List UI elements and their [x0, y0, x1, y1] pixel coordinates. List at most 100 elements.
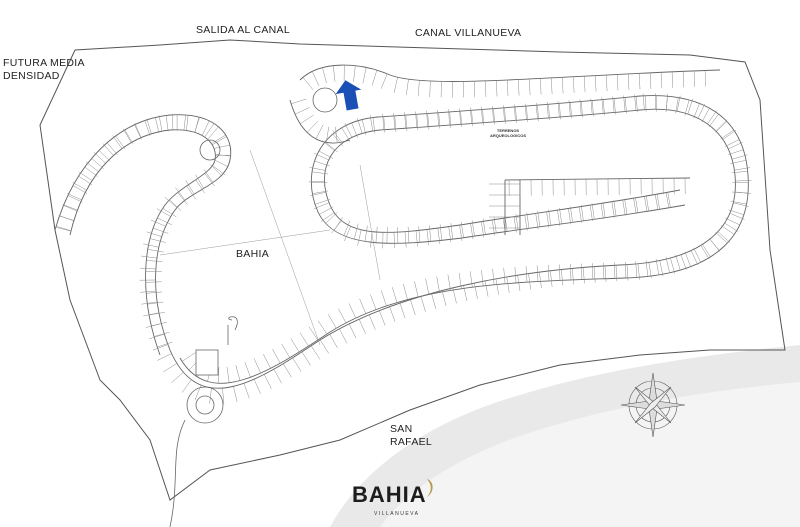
- lot-divider: [146, 291, 163, 294]
- lot-divider: [341, 127, 351, 142]
- lot-divider: [213, 159, 228, 167]
- lot-divider: [493, 108, 496, 125]
- lot-divider: [635, 196, 639, 213]
- lot-divider: [380, 73, 388, 89]
- lot-divider: [146, 118, 152, 134]
- lot-divider: [407, 226, 410, 243]
- lot-divider: [536, 265, 539, 282]
- lot-divider: [547, 264, 550, 281]
- lot-divider: [149, 311, 165, 316]
- lot-divider: [154, 331, 170, 337]
- lot-divider: [581, 101, 583, 118]
- lot-divider: [515, 106, 517, 123]
- lot-divider: [684, 251, 691, 267]
- lot-divider: [348, 303, 357, 319]
- lot-divider: [186, 115, 189, 132]
- lot-divider: [717, 231, 730, 243]
- lot-divider: [67, 195, 83, 203]
- lot-divider: [492, 106, 494, 123]
- lot-divider: [635, 96, 638, 113]
- lot-divider: [253, 379, 261, 394]
- lot-grid: [55, 65, 752, 405]
- lot-divider: [559, 103, 561, 120]
- lot-divider: [441, 290, 447, 307]
- lot-divider: [690, 250, 699, 266]
- moon-icon: [427, 479, 433, 497]
- lot-divider: [518, 79, 520, 96]
- lot-divider: [537, 210, 541, 227]
- lot-divider: [529, 79, 531, 96]
- lot-divider: [320, 212, 335, 222]
- lot-divider: [314, 160, 330, 167]
- lot-divider: [369, 115, 374, 132]
- lot-divider: [627, 73, 630, 90]
- lot-divider: [495, 278, 499, 295]
- lot-divider: [194, 117, 200, 133]
- lot-divider: [312, 190, 329, 194]
- lot-divider: [165, 115, 169, 132]
- lot-divider: [452, 287, 457, 304]
- lot-divider: [175, 187, 186, 201]
- lot-divider: [322, 67, 327, 84]
- lot-divider: [163, 363, 178, 373]
- lot-divider: [290, 338, 300, 353]
- lot-divider: [581, 263, 583, 280]
- lot-divider: [469, 271, 473, 288]
- lot-divider: [715, 232, 728, 244]
- lot-divider: [393, 112, 395, 130]
- lot-divider: [535, 213, 539, 230]
- lot-divider: [272, 349, 281, 364]
- lot-divider: [281, 343, 291, 358]
- lot-divider: [568, 208, 571, 225]
- lot-divider: [353, 65, 356, 82]
- lot-divider: [722, 130, 737, 140]
- lot-divider: [474, 283, 478, 299]
- lot-divider: [313, 153, 329, 161]
- lot-divider: [506, 276, 510, 293]
- lot-divider: [300, 114, 314, 125]
- lot-divider: [613, 98, 616, 115]
- lot-divider: [708, 238, 720, 251]
- lot-divider: [676, 95, 681, 112]
- lot-divider: [693, 247, 701, 263]
- lot-divider: [147, 301, 164, 305]
- lot-divider: [458, 272, 462, 289]
- lot-divider: [648, 262, 652, 279]
- lot-divider: [383, 116, 386, 133]
- lot-divider: [734, 167, 751, 171]
- lot-divider: [134, 124, 142, 140]
- lot-divider: [579, 99, 582, 116]
- lot-divider: [645, 195, 649, 212]
- lot-divider: [406, 79, 409, 96]
- lot-divider: [226, 366, 230, 383]
- lot-divider: [207, 126, 219, 140]
- lot-divider: [379, 310, 386, 326]
- lot-divider: [399, 303, 406, 319]
- guide-lines: [159, 149, 381, 346]
- lot-divider: [551, 77, 553, 95]
- lot-divider: [614, 262, 616, 279]
- lot-divider: [624, 198, 628, 215]
- lot-divider: [353, 223, 359, 240]
- label-san-rafael: SAN RAFAEL: [390, 423, 433, 448]
- lot-divider: [339, 328, 348, 344]
- lot-divider: [447, 274, 451, 291]
- lot-divider: [634, 94, 637, 111]
- lot-divider: [548, 104, 550, 121]
- lot-divider: [358, 319, 366, 334]
- lot-divider: [546, 101, 549, 119]
- lot-divider: [507, 80, 509, 97]
- lot-divider: [557, 101, 560, 118]
- development-boundary: [39, 39, 786, 501]
- lot-divider: [460, 221, 464, 238]
- logo-subtitle: VILLANUEVA: [374, 511, 420, 517]
- lot-divider: [393, 232, 395, 249]
- logo-name: BAHIA: [352, 482, 427, 507]
- lot-divider: [56, 225, 72, 232]
- label-futura-media-densidad: FUTURA MEDIA DENSIDAD: [3, 57, 85, 82]
- lot-divider: [145, 281, 162, 283]
- lot-divider: [315, 124, 324, 140]
- lot-divider: [263, 353, 271, 369]
- compass-rose-icon: [620, 372, 686, 438]
